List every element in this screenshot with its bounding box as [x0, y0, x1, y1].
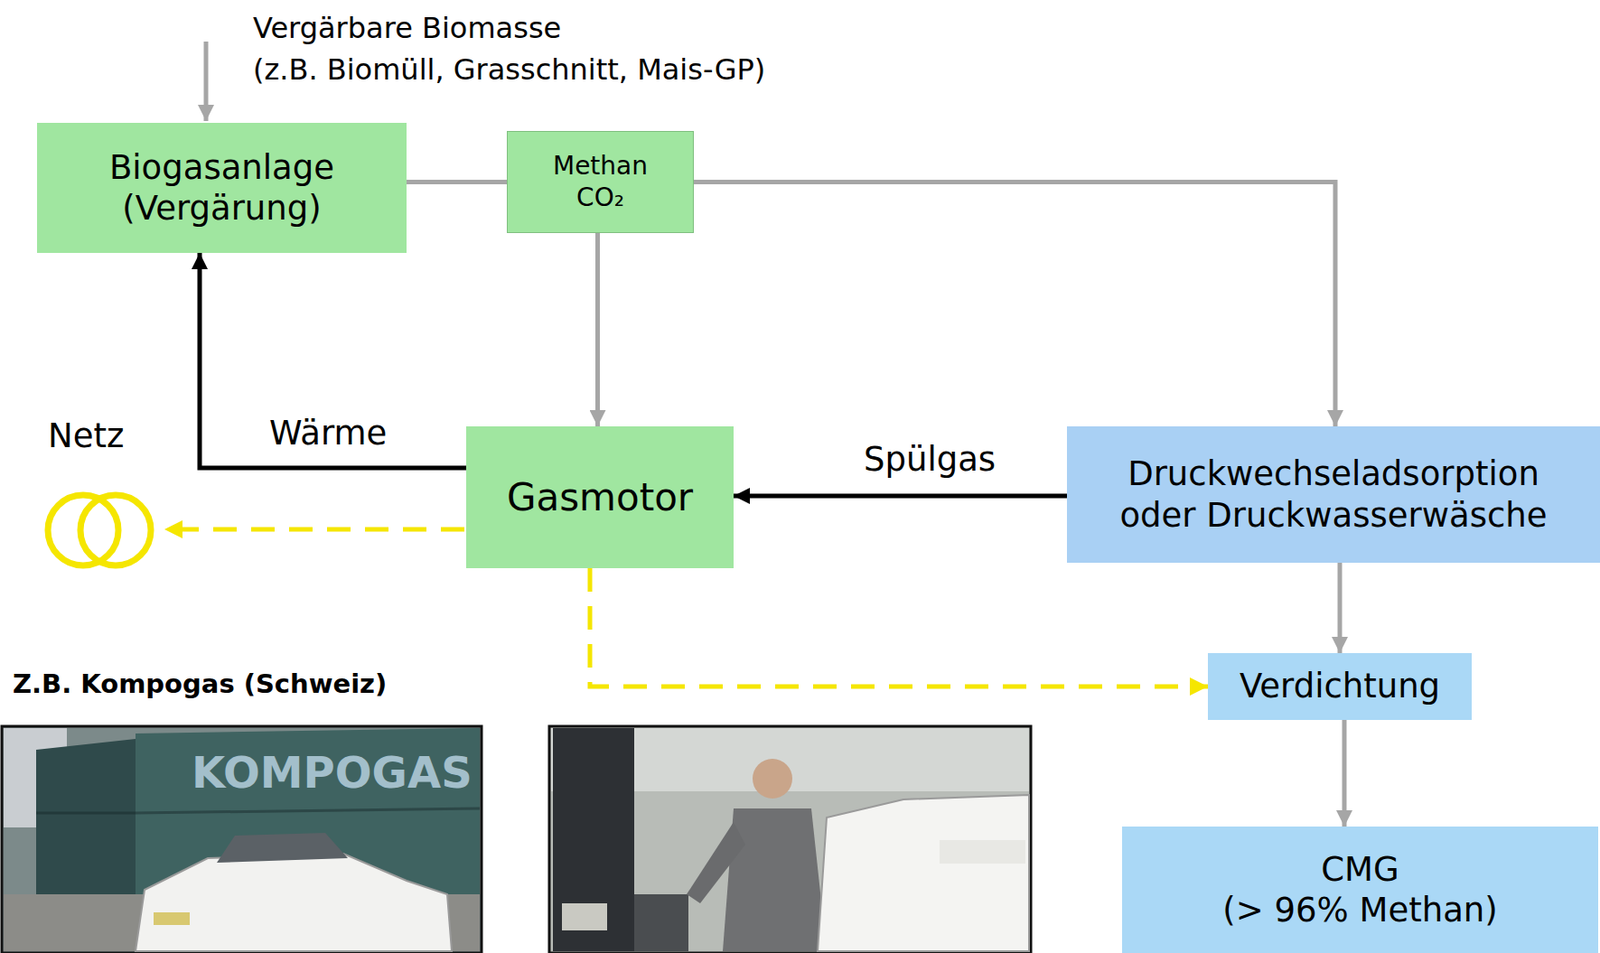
photo-sign: KOMPOGAS [191, 746, 473, 800]
photo-frame [549, 726, 1031, 953]
photo-person-arm [686, 822, 746, 904]
photo-car [817, 795, 1030, 952]
photo-detail [135, 808, 480, 814]
input-arrow [204, 41, 209, 122]
node-text: (Vergärung) [121, 187, 321, 229]
node-text: Verdichtung [1239, 665, 1441, 707]
edge-label: Wärme [265, 412, 391, 454]
flow-connector [595, 233, 600, 427]
photo-person-head [752, 758, 793, 799]
flow-connector [199, 252, 467, 468]
photo-frame [1, 726, 482, 953]
photo-detail [36, 812, 136, 815]
input-label: (z.B. Biomüll, Grasschnitt, Mais-GP) [252, 52, 766, 88]
node-text: Druckwechseladsorption oder Druckwasserw… [1087, 453, 1581, 535]
photo-refuelling [549, 726, 1031, 953]
flow-connector [693, 182, 1336, 428]
photo-car [135, 853, 452, 952]
photo-building [1, 726, 482, 953]
node-text: (> 96% Methan) [1222, 889, 1498, 931]
process-box: Druckwechseladsorption oder Druckwasserw… [1066, 426, 1600, 563]
flow-connector [589, 568, 1208, 687]
photo-car-sticker [939, 840, 1026, 864]
flow-connector [406, 179, 507, 185]
node-text: CO₂ [576, 182, 625, 214]
process-box: Biogasanlage(Vergärung) [37, 122, 407, 253]
photo-car-light [153, 912, 190, 926]
photo-person-body [722, 808, 827, 952]
process-box: Gasmotor [466, 426, 734, 569]
flow-connector [733, 494, 1067, 499]
node-text: Gasmotor [506, 474, 693, 521]
transformer-coil [80, 495, 151, 566]
power-arrow [164, 527, 465, 533]
product-box: CMG(> 96% Methan) [1122, 826, 1599, 953]
node-text: Biogasanlage [109, 147, 335, 188]
photo-pump [552, 728, 635, 952]
node-text: CMG [1320, 849, 1399, 890]
node-text: Methan [552, 150, 648, 182]
example-label: Z.B. Kompogas (Schweiz) [12, 668, 387, 701]
photo-pump-sign [561, 903, 608, 931]
edge-label: Spülgas [860, 439, 1000, 480]
photo-pump-base [634, 894, 689, 952]
photo-car-window [216, 832, 348, 863]
flow-connector [1338, 562, 1343, 654]
input-label: Vergärbare Biomasse [252, 10, 562, 47]
flow-connector [1342, 720, 1348, 827]
grid-label: Netz [47, 415, 124, 457]
gas-box: MethanCO₂ [506, 130, 694, 234]
process-box: Verdichtung [1207, 653, 1472, 721]
photo-wall [36, 739, 136, 904]
